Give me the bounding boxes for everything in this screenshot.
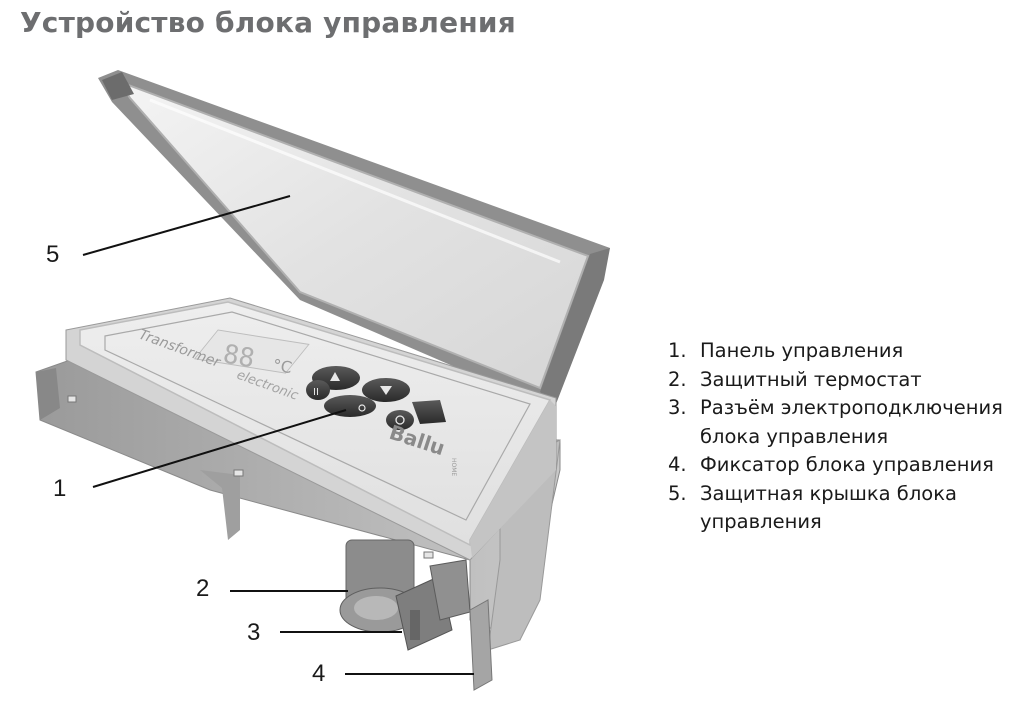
display-digits: 88 bbox=[221, 339, 257, 374]
power-icon bbox=[395, 415, 405, 425]
power-connector bbox=[395, 559, 471, 651]
display-unit: °C bbox=[271, 355, 293, 377]
up-arrow-icon bbox=[330, 372, 340, 381]
brand-sub: HOME bbox=[450, 458, 457, 476]
legend-number: 1. bbox=[668, 339, 687, 362]
legend-number: 4. bbox=[668, 453, 687, 476]
legend-number: 2. bbox=[668, 367, 687, 391]
legend-item: 4. Фиксатор блока управления bbox=[668, 451, 1028, 480]
legend-item: 2. Защитный термостат bbox=[668, 366, 1028, 395]
down-arrow-icon bbox=[380, 386, 392, 395]
legend-number: 3. bbox=[668, 396, 687, 419]
display bbox=[193, 329, 310, 374]
leader-line-5 bbox=[82, 195, 291, 256]
legend-item: 3. Разъём электроподключения блока управ… bbox=[668, 394, 1028, 451]
play-pause-icon: II bbox=[313, 387, 319, 398]
control-panel: 88 °C Transformer electronic II bbox=[65, 297, 557, 561]
page-title: Устройство блока управления bbox=[20, 6, 516, 39]
legend-item: 1. Панель управления bbox=[668, 337, 1028, 366]
right-triangle-button bbox=[412, 400, 446, 424]
mode-button bbox=[324, 395, 376, 417]
legend-number: 5. bbox=[668, 481, 687, 505]
down-arrow-button bbox=[362, 378, 410, 402]
legend-text: Разъём электроподключения блока управлен… bbox=[700, 396, 1003, 448]
callout-3: 3 bbox=[247, 619, 261, 646]
legend-text: Панель управления bbox=[700, 339, 904, 362]
legend-text: Фиксатор блока управления bbox=[700, 453, 994, 476]
legend-item: 5. Защитная крышка блока управления bbox=[668, 480, 1028, 537]
mode-icon bbox=[358, 404, 366, 412]
unit-latch bbox=[469, 599, 493, 691]
callout-1: 1 bbox=[53, 475, 67, 502]
legend-list: 1. Панель управления 2. Защитный термост… bbox=[668, 337, 1028, 537]
power-button bbox=[386, 410, 414, 430]
protective-lid bbox=[98, 70, 610, 408]
callout-2: 2 bbox=[196, 575, 210, 602]
callout-5: 5 bbox=[46, 241, 60, 268]
play-pause-button: II bbox=[306, 380, 330, 400]
legend-text: Защитный термостат bbox=[700, 367, 922, 391]
legend-text: Защитная крышка блока управления bbox=[700, 481, 957, 534]
callout-4: 4 bbox=[312, 660, 326, 687]
leader-line-1 bbox=[92, 409, 347, 488]
